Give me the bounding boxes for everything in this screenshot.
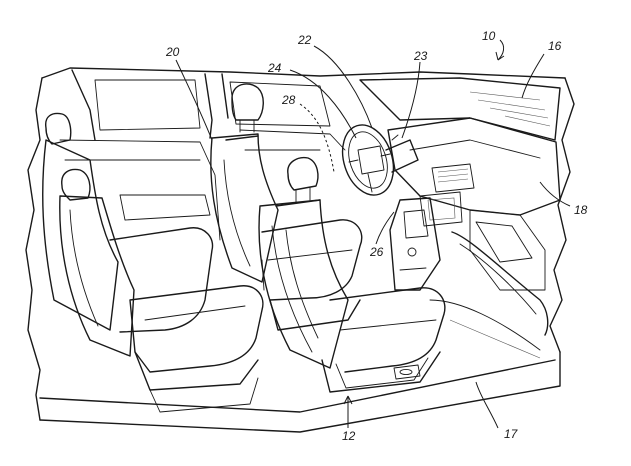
- center-console: [389, 197, 441, 291]
- footwell: [429, 299, 541, 359]
- numeral-12: 12: [342, 429, 356, 443]
- steering-wheel: [341, 124, 395, 196]
- numeral-16: 16: [548, 39, 562, 53]
- numeral-10: 10: [482, 29, 496, 43]
- numeral-23: 23: [413, 49, 428, 63]
- numeral-22: 22: [297, 33, 312, 47]
- dashboard: [387, 117, 561, 336]
- rear-seat: [42, 112, 264, 413]
- numeral-28: 28: [281, 93, 296, 107]
- numeral-17: 17: [504, 427, 519, 441]
- steering-column: [385, 134, 419, 173]
- leader-lines: [175, 39, 571, 429]
- cabin-shell: [25, 67, 575, 433]
- numeral-18: 18: [574, 203, 588, 217]
- windshield: [359, 77, 561, 141]
- numeral-20: 20: [165, 45, 180, 59]
- driver-seat: [258, 156, 446, 393]
- reference-numerals: 10 12 16 17 18 20 22 23 24 26 28: [165, 29, 588, 443]
- numeral-26: 26: [369, 245, 384, 259]
- numeral-24: 24: [267, 61, 282, 75]
